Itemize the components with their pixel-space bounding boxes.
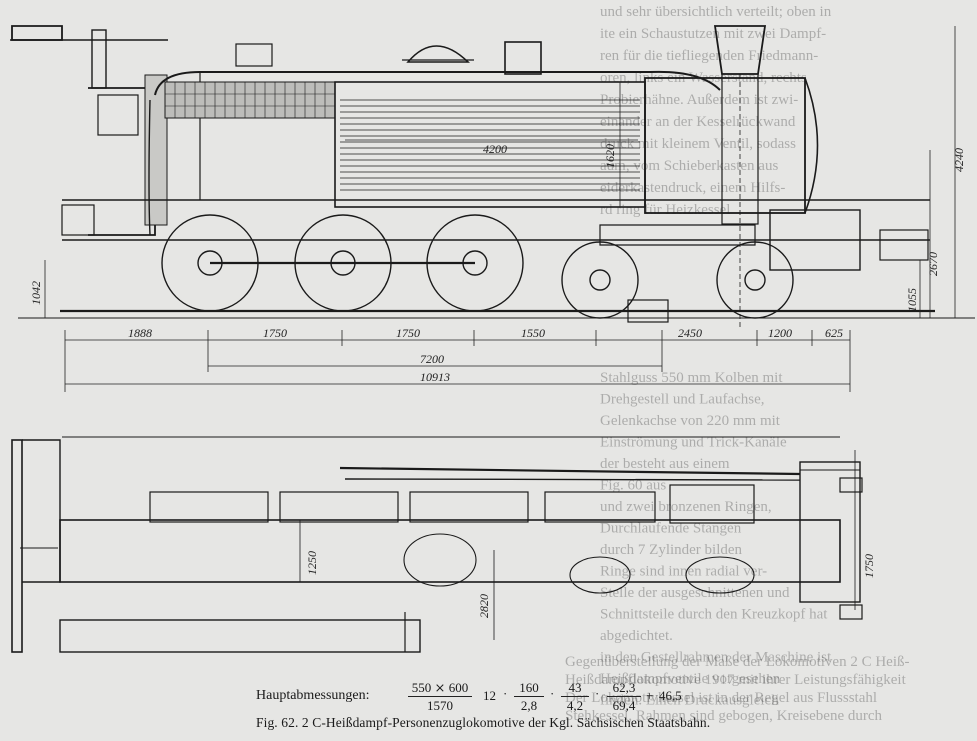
dim-overall-length: 10913 [420, 370, 450, 384]
background-text-line: und zwei bronzenen Ringen, [600, 499, 772, 515]
background-text-line: Drehgestell und Laufachse, [600, 392, 765, 408]
background-text-line: Gelenkachse von 220 mm mit [600, 413, 781, 429]
dim-wheelbase-1: 1888 [128, 326, 152, 340]
background-text-line: Einströmung und Trick-Kanäle [600, 435, 787, 451]
background-text-line: Probierhähne. Außerdem ist zwi- [600, 92, 798, 108]
background-text-line: Der Lokomotivkessel ist in der Regel aus… [565, 690, 877, 706]
dim-front-buffer-height: 1055 [905, 288, 919, 312]
frac-grate: 160 2,8 [514, 679, 544, 714]
sep-1: · [503, 686, 508, 701]
background-text-line: finden. Einen Druckausgleich [600, 693, 779, 709]
background-text-line: Stehkessel, Rahmen sind gebogen, Kreiseb… [565, 708, 882, 724]
plus-sign: + [646, 688, 654, 703]
background-text-line: rd ring für Heizkessel [600, 202, 730, 218]
frac-cylinder-den: 1570 [427, 698, 453, 713]
dim-wheelbase-7: 625 [825, 326, 843, 340]
background-text-line: Stahlguss 550 mm Kolben mit [600, 370, 783, 386]
background-text-line: druck mit kleinem Ventil, sodass [600, 136, 796, 152]
background-text-line: Ringe sind innen radial ver- [600, 564, 767, 580]
frac-heating-a-num: 43 [561, 679, 589, 697]
frac-grate-den: 2,8 [520, 698, 538, 713]
dim-wheelbase-2: 1750 [263, 326, 287, 340]
frac-heating-a-den: 4,2 [566, 698, 584, 713]
background-text-line: Schnittsteile durch den Kreuzkopf hat [600, 607, 828, 623]
background-text-line: eiderkastendruck, einem Hilfs- [600, 180, 785, 196]
frac-heating-b-den: 69,4 [612, 698, 636, 713]
background-text-line: ite ein Schaustutzen mit zwei Dampf- [600, 26, 826, 42]
plan-view [11, 436, 863, 653]
sep-3: · [595, 686, 600, 701]
background-text-bottom-left: Gegenüberstellung der Maße der Lokomotiv… [565, 654, 910, 724]
background-text-line: Gegenüberstellung der Maße der Lokomotiv… [565, 654, 910, 670]
frac-cylinder: 550 ⨯ 600 1570 [408, 679, 472, 714]
dim-wheelbase-4: 1550 [521, 326, 545, 340]
side-dimension-lines [44, 26, 956, 392]
frac-cylinder-num: 550 ⨯ 600 [408, 679, 472, 697]
weight-value: 46,5 [659, 688, 682, 703]
frac-heating-a: 43 4,2 [561, 679, 589, 714]
dim-plan-width-lower: 2820 [477, 594, 491, 618]
background-text-line: ren für die tiefliegenden Friedmann- [600, 48, 818, 64]
dim-wheelbase-3: 1750 [396, 326, 420, 340]
dim-coupled-base: 7200 [420, 352, 444, 366]
background-text-line: der besteht aus einem [600, 456, 730, 472]
main-dimensions-label: Hauptabmessungen: [256, 688, 370, 703]
dim-plan-width-upper: 1250 [305, 551, 319, 575]
background-text-line: Durchlaufende Stangen [600, 521, 742, 537]
side-elevation [10, 25, 975, 330]
sep-2: · [550, 686, 555, 701]
background-text-line: und sehr übersichtlich verteilt; oben in [600, 4, 832, 20]
dim-boiler-diameter: 1620 [603, 144, 617, 168]
dim-wheelbase-5: 2450 [678, 326, 702, 340]
background-text-line: einander an der Kesselrückwand [600, 114, 796, 130]
background-text-line: abgedichtet. [600, 628, 673, 644]
frac-grate-num: 160 [514, 679, 544, 697]
frac-heating-b-num: 62,3 [607, 679, 641, 697]
dim-plan-width-right: 1750 [862, 554, 876, 578]
frac-heating-b: 62,3 69,4 [607, 679, 641, 714]
background-text-line: Heißdampflokomotive 1917 mit ihrer Leist… [565, 672, 907, 688]
dim-total-height: 4240 [952, 148, 966, 172]
background-text-line: in den Gestellrahmen der Maschine ist [600, 650, 832, 666]
dimension-labels: 4240 2670 1055 1042 4200 1620 1888 1750 … [29, 142, 966, 618]
background-text-line: Heißdampfventile vorgesehen [600, 671, 781, 687]
background-text-line: durch 7 Zylinder bilden [600, 542, 743, 558]
dim-rear-buffer-height: 1042 [29, 281, 43, 305]
background-text-line: Fig. 60 aus [600, 478, 666, 494]
dim-boiler-axis-height: 2670 [926, 252, 940, 276]
dim-wheelbase-6: 1200 [768, 326, 792, 340]
figure-caption: Fig. 62. 2 C-Heißdampf-Personenzuglokomo… [256, 715, 711, 730]
dim-tube-length: 4200 [483, 142, 507, 156]
boiler-pressure: 12 [483, 688, 496, 703]
